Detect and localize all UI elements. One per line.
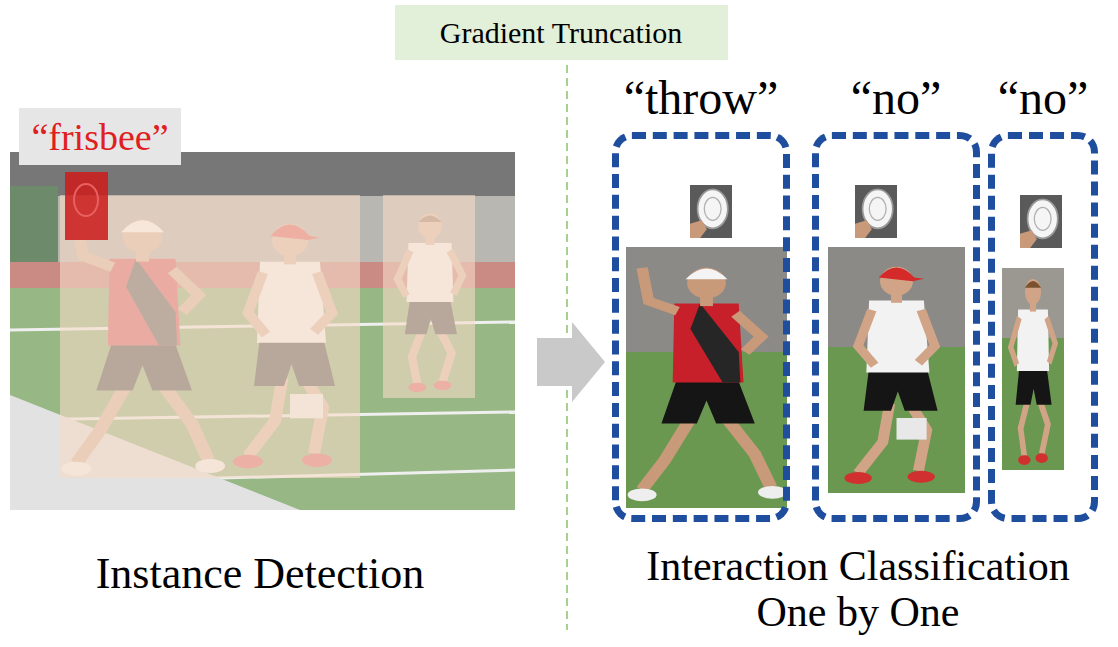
pair-frame: “throw”: [612, 68, 790, 522]
panel-caption: Instance Detection: [10, 550, 510, 598]
box-text: “frisbee”: [31, 115, 168, 159]
wash: [10, 152, 515, 510]
box-text: Gradient Truncation: [440, 16, 682, 50]
crops: [626, 185, 1064, 508]
object-crop: [855, 185, 897, 238]
interaction-label: “no”: [812, 68, 980, 128]
frisbee-shape: [74, 184, 98, 216]
pair-frame: “no”: [812, 68, 980, 522]
panel-caption: Interaction Classification One by One: [628, 543, 1088, 635]
interaction-label: “no”: [988, 68, 1098, 128]
dashed-frame: [612, 132, 790, 522]
pair-frame: “no”: [988, 68, 1098, 522]
class-tag: “frisbee”: [19, 108, 180, 165]
person-crop: [844, 267, 937, 484]
detection-photo: [10, 152, 515, 510]
dashed-frame: [988, 132, 1098, 522]
person-crop: [1011, 279, 1056, 465]
field: [10, 152, 515, 510]
person-crop: [628, 268, 787, 501]
interaction-label: “throw”: [612, 68, 790, 128]
person-box: [220, 195, 360, 478]
object-box: [65, 172, 108, 240]
person-box: [383, 195, 475, 398]
stage-box: Gradient Truncation: [395, 5, 728, 60]
dashed-frame: [812, 132, 980, 522]
object-crop: [1020, 195, 1062, 248]
object-crop: [690, 185, 732, 238]
block-arrow: [537, 322, 605, 402]
